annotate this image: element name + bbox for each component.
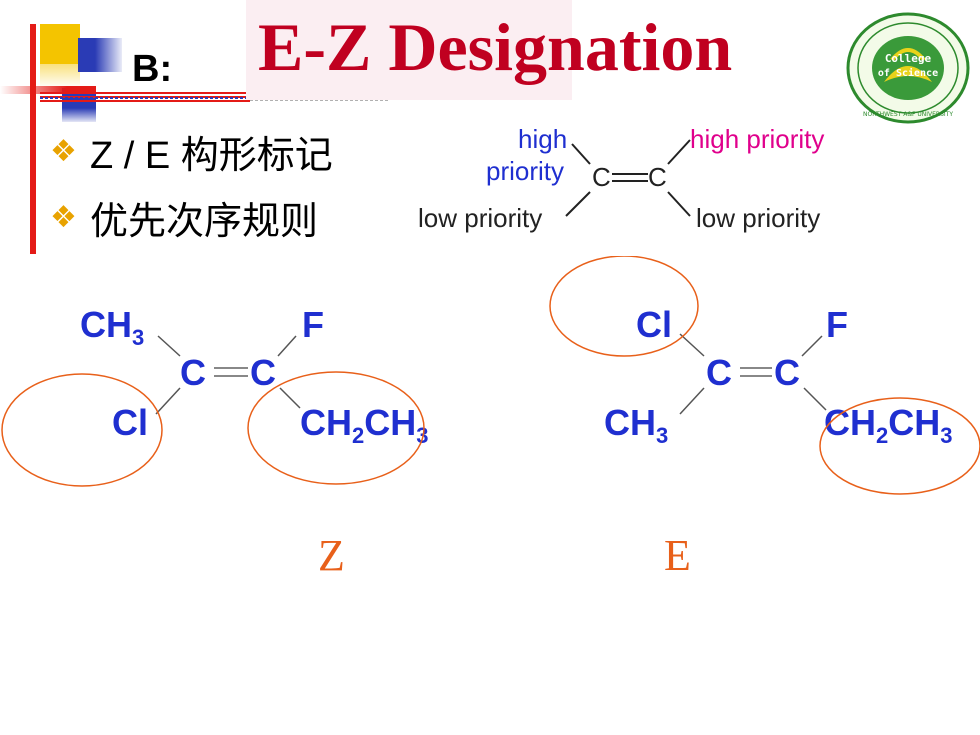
priority-center-carbon-right: C <box>648 162 667 192</box>
section-label: B: <box>132 48 173 90</box>
decor-red-horizontal-bar <box>0 86 96 94</box>
seal-ring-text: NORTHWEST A&F UNIVERSITY <box>863 111 953 118</box>
decor-dashed-rule-gray <box>250 100 390 101</box>
z-substituent-bottom-left: Cl <box>112 402 148 443</box>
z-carbon-2: C <box>250 352 276 393</box>
e-circle-top <box>549 256 699 357</box>
diamond-bullet-icon: ❖ <box>50 201 77 234</box>
priority-right-high: high priority <box>690 124 825 154</box>
title-background <box>246 0 572 100</box>
z-substituent-top-left: CH3 <box>80 304 145 350</box>
z-bonds-and-circles <box>1 335 425 487</box>
z-substituent-bottom-right: CH2CH3 <box>300 402 429 448</box>
university-seal-logo: College of Science NORTHWEST A&F UNIVERS… <box>846 12 970 124</box>
e-carbon-1: C <box>706 352 732 393</box>
diamond-bullet-icon: ❖ <box>50 135 77 168</box>
z-circle-right <box>247 371 425 485</box>
priority-left-priority: priority <box>486 156 565 186</box>
e-carbon-2: C <box>774 352 800 393</box>
z-substituent-top-right: F <box>302 304 324 345</box>
z-carbon-1: C <box>180 352 206 393</box>
decor-red-vertical-bar <box>30 24 36 254</box>
e-circle-bottom-right <box>819 397 980 495</box>
decor-yellow-fade <box>40 60 80 88</box>
priority-center-carbon-left: C <box>592 162 611 192</box>
decor-blue-fade <box>95 38 125 72</box>
e-substituent-bottom-right: CH2CH3 <box>824 402 953 448</box>
priority-left-high: high <box>518 124 568 154</box>
e-label: E <box>664 531 691 580</box>
decor-blue-lower-fade <box>62 108 96 124</box>
page-title: E-Z Designation <box>258 9 733 85</box>
e-substituent-bottom-left: CH3 <box>604 402 669 448</box>
bullet-text: 优先次序规则 <box>90 201 319 243</box>
e-bonds-and-circles <box>549 256 980 495</box>
z-circle-left <box>1 373 163 487</box>
bullet-text: Z / E 构形标记 <box>90 135 333 177</box>
decor-yellow-square <box>40 24 80 64</box>
e-substituent-top-right: F <box>826 304 848 345</box>
priority-bonds <box>565 139 691 217</box>
bullet-item-ze: ❖ Z / E 构形标记 <box>50 124 333 179</box>
seal-text-science: of Science <box>878 67 938 79</box>
z-label: Z <box>318 531 345 580</box>
decor-dashed-rule-blue <box>40 97 250 99</box>
e-substituent-top-left: Cl <box>636 304 672 345</box>
priority-left-low: low priority <box>418 203 543 233</box>
bullet-item-priority-rules: ❖ 优先次序规则 <box>50 190 318 245</box>
seal-text-college: College <box>885 52 932 65</box>
priority-right-low: low priority <box>696 203 821 233</box>
